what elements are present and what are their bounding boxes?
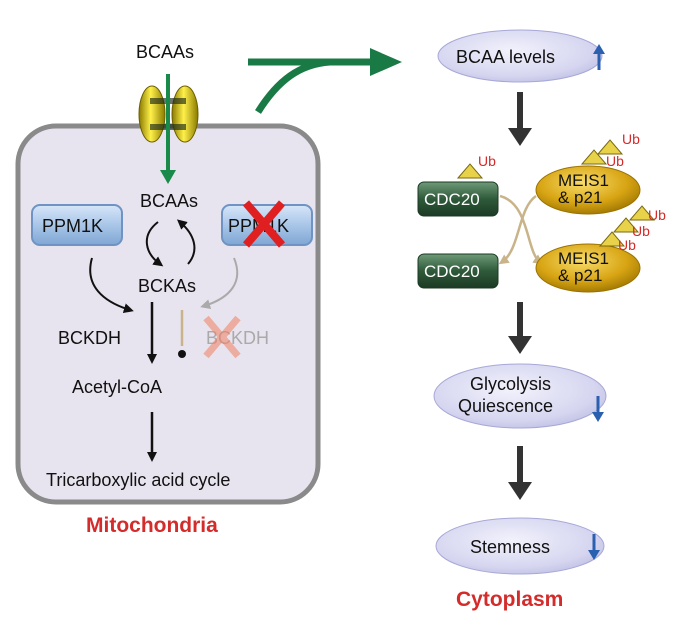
bcaas-inside-label: BCAAs	[140, 191, 198, 211]
signal-arrow-head	[370, 48, 402, 76]
faded-x-icon	[203, 315, 241, 359]
up-arrow-icon	[593, 44, 605, 70]
red-x-icon	[242, 200, 286, 248]
down-arrow-icon	[592, 396, 604, 422]
ubiquitin-chain-bottom	[598, 205, 656, 247]
meis1-bottom-line1: MEIS1	[558, 249, 609, 268]
down-arrow-icon-stemness	[588, 534, 600, 560]
ub-label-cdc20: Ub	[478, 153, 496, 169]
cdc20-meis1-cross-arrow-2	[498, 194, 537, 265]
ppm1k-activation-arrow	[89, 257, 134, 314]
cdc20-top-label: CDC20	[424, 190, 480, 209]
signal-arrow	[255, 58, 372, 114]
ub-label-meis1-bottom-1: Ub	[648, 207, 666, 223]
flow-arrow-1-head	[508, 128, 532, 146]
ub-label-meis1-top-1: Ub	[622, 131, 640, 147]
bcaa-to-bcka-arrow	[146, 221, 164, 267]
meis1-top-line1: MEIS1	[558, 171, 609, 190]
meis1-bottom-oval	[535, 243, 641, 293]
cdc20-top-box	[417, 181, 499, 217]
meis1-top-oval	[535, 165, 641, 215]
bcaa-levels-oval	[437, 29, 603, 83]
glycolysis-quiescence-oval	[433, 363, 607, 429]
quiescence-label: Quiescence	[458, 396, 553, 416]
flow-arrow-3-head	[508, 482, 532, 500]
glycolysis-label: Glycolysis	[470, 374, 551, 394]
flow-arrow-2-head	[508, 336, 532, 354]
tca-label: Tricarboxylic acid cycle	[46, 470, 230, 490]
ppm1k-left-box	[31, 204, 123, 246]
cdc20-bottom-box	[417, 253, 499, 289]
meis1-bottom-line2: & p21	[558, 266, 602, 285]
mitochondria-label: Mitochondria	[86, 514, 218, 537]
bcaas-outside-label: BCAAs	[136, 42, 194, 62]
ppm1k-inactive-arrow	[200, 257, 239, 310]
stemness-oval	[435, 517, 605, 575]
cdc20-bottom-label: CDC20	[424, 262, 480, 281]
bcka-to-bcaa-arrow	[176, 219, 196, 265]
import-arrow-head	[160, 170, 176, 184]
bckdh-left-label: BCKDH	[58, 328, 121, 348]
ub-label-meis1-bottom-3: Ub	[618, 237, 636, 253]
stemness-label: Stemness	[470, 537, 550, 557]
ubiquitin-triangle-icon	[456, 163, 484, 179]
ub-label-meis1-bottom-2: Ub	[632, 223, 650, 239]
acetyl-coa-label: Acetyl-CoA	[72, 377, 162, 397]
cytoplasm-label: Cytoplasm	[456, 588, 563, 611]
inhibition-dot	[178, 350, 186, 358]
cdc20-meis1-cross-arrow-1	[499, 194, 544, 265]
ub-label-meis1-top-2: Ub	[606, 153, 624, 169]
ppm1k-left-label: PPM1K	[42, 216, 103, 236]
ubiquitin-chain-top	[580, 139, 624, 165]
bcaa-levels-label: BCAA levels	[456, 47, 555, 67]
bckas-label: BCKAs	[138, 276, 196, 296]
meis1-top-line2: & p21	[558, 188, 602, 207]
